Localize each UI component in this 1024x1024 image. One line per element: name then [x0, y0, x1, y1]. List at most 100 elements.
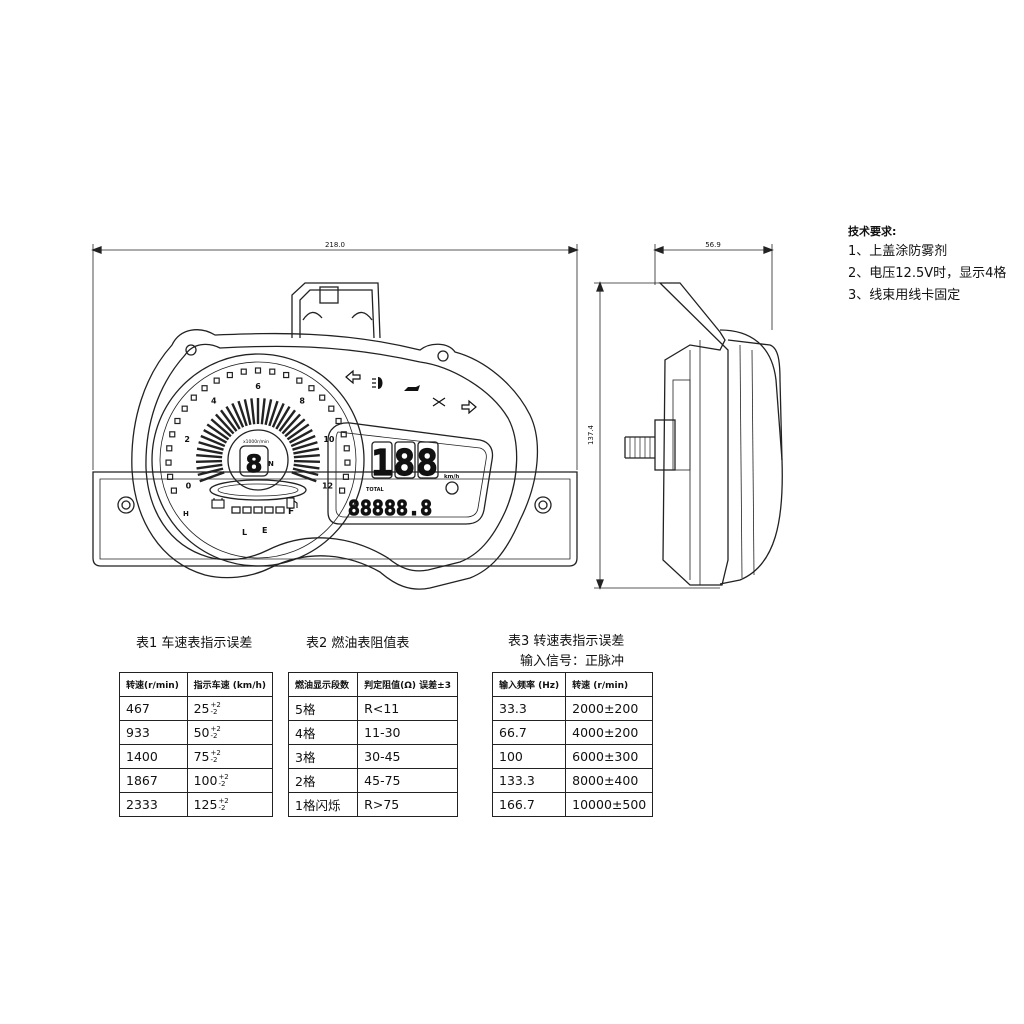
tachometer-dial	[151, 353, 365, 567]
table3-rpm: 4000±200	[565, 720, 654, 745]
tach-segment-box	[344, 459, 351, 466]
table2-resistance: R>75	[357, 792, 458, 817]
technical-requirements: 技术要求: 1、上盖涂防雾剂 2、电压12.5V时，显示4格 3、线束用线卡固定	[848, 226, 1006, 311]
table1-speed: 100+2-2	[186, 768, 274, 793]
table3-subtitle: 输入信号：正脉冲	[520, 654, 625, 669]
table3-header-frequency: 输入频率 (Hz)	[491, 672, 567, 697]
mounting-bracket	[92, 471, 578, 567]
tach-ray-segment	[284, 418, 306, 438]
lcd-window	[327, 422, 494, 525]
table2-resistance: R<11	[357, 696, 458, 721]
tach-segment-box	[335, 417, 342, 425]
tach-segment-box	[226, 371, 233, 379]
oil-icon	[404, 385, 420, 391]
table1-title: 表1 车速表指示误差	[136, 636, 253, 651]
table2-segments: 5格	[287, 696, 359, 721]
tach-segment-box	[240, 368, 247, 375]
tach-segment-box	[213, 377, 220, 384]
tach-ray-segment	[196, 453, 223, 459]
table3-frequency: 133.3	[491, 768, 567, 793]
fuel-lo-label: L	[242, 528, 247, 537]
table3-rpm: 6000±300	[565, 744, 654, 769]
tach-ray-segment	[196, 447, 223, 455]
table-row: 2333 125+2-2	[119, 792, 274, 817]
tach-ray-segment	[210, 418, 232, 438]
table2-fuel-resistance: 燃油显示段数 判定阻值(Ω) 误差±3 5格 R<11 4格 11-30 3格 …	[287, 672, 458, 817]
tach-segment-box	[165, 459, 172, 466]
table-row: 1867 100+2-2	[119, 768, 274, 793]
tach-ray-segment	[288, 428, 313, 444]
mount-hole-left	[117, 496, 135, 514]
tach-number: 8	[299, 397, 305, 406]
gear-display-frame	[239, 445, 269, 477]
tach-number: 4	[211, 397, 217, 406]
tach-multiplier-label: x1000r/min	[243, 439, 269, 445]
right-turn-icon	[461, 399, 477, 415]
table-row: 2格 45-75	[287, 768, 458, 793]
tach-ray-segment	[264, 399, 273, 426]
tach-ray-segment	[278, 409, 296, 432]
tach-ray-segment	[293, 459, 321, 464]
table1-speed: 50+2-2	[186, 720, 274, 745]
table1-speed: 125+2-2	[186, 792, 274, 817]
table-row: 3格 30-45	[287, 744, 458, 769]
table3-frequency: 166.7	[491, 792, 567, 817]
table1-rpm: 2333	[119, 792, 188, 817]
fuel-hi-label: H	[183, 510, 189, 518]
table2-resistance: 30-45	[357, 744, 458, 769]
table1-rpm: 933	[119, 720, 188, 745]
tach-ray-segment	[220, 409, 238, 432]
tach-segment-box	[166, 445, 173, 452]
table1-rpm: 1867	[119, 768, 188, 793]
tach-segment-box	[269, 368, 276, 375]
side-width-dimension-label: 56.9	[705, 241, 721, 249]
table-row: 100 6000±300	[491, 744, 654, 769]
speed-unit: km/h	[444, 474, 459, 480]
tach-number: 2	[184, 435, 190, 444]
odometer-total-label: TOTAL	[366, 487, 385, 493]
table-row: 467 25+2-2	[119, 696, 274, 721]
table2-resistance: 45-75	[357, 768, 458, 793]
table3-rpm: 8000±400	[565, 768, 654, 793]
tach-ray-segment	[281, 413, 301, 435]
tach-ray-segment	[250, 398, 256, 425]
tach-segment-box	[181, 405, 188, 412]
table-row: 133.3 8000±400	[491, 768, 654, 793]
engine-icon	[432, 397, 446, 407]
tach-segment-box	[254, 367, 262, 374]
fuel-empty-label: E	[262, 526, 267, 535]
high-beam-icon	[372, 377, 383, 389]
table3-title: 表3 转速表指示误差	[508, 634, 625, 649]
tach-segment-box	[174, 417, 181, 425]
table-row: 1400 75+2-2	[119, 744, 274, 769]
table-row: 4格 11-30	[287, 720, 458, 745]
gear-neutral-indicator: N	[268, 460, 274, 468]
lcd-button[interactable]	[445, 481, 459, 495]
side-view	[594, 244, 783, 590]
tach-segment-box	[343, 445, 350, 452]
tach-ray-segment	[275, 405, 291, 430]
table1-header-rpm: 转速(r/min)	[119, 672, 188, 697]
table2-segments: 1格闪烁	[287, 792, 359, 817]
table2-title: 表2 燃油表阻值表	[306, 636, 410, 651]
table3-frequency: 100	[491, 744, 567, 769]
table3-frequency: 33.3	[491, 696, 567, 721]
tach-ray-segment	[196, 463, 223, 470]
notes-title: 技术要求:	[848, 225, 897, 238]
tach-ray-segment	[268, 400, 279, 427]
tach-segment-box	[296, 377, 303, 384]
tach-ray-segment	[198, 441, 224, 451]
table1-speed: 75+2-2	[186, 744, 274, 769]
table2-segments: 4格	[287, 720, 359, 745]
tach-number: 10	[323, 435, 335, 444]
tach-ray-segment	[271, 403, 285, 428]
table3-frequency: 66.7	[491, 720, 567, 745]
table1-speed: 25+2-2	[186, 696, 274, 721]
table3-rpm: 10000±500	[565, 792, 654, 817]
note-item-1: 1、上盖涂防雾剂	[848, 244, 948, 259]
fuel-gauge-segments	[231, 506, 285, 514]
tach-segment-box	[308, 385, 315, 392]
width-dimension-label: 218.0	[325, 241, 345, 249]
tach-number: 12	[322, 481, 333, 490]
mount-hole-right	[534, 496, 552, 514]
